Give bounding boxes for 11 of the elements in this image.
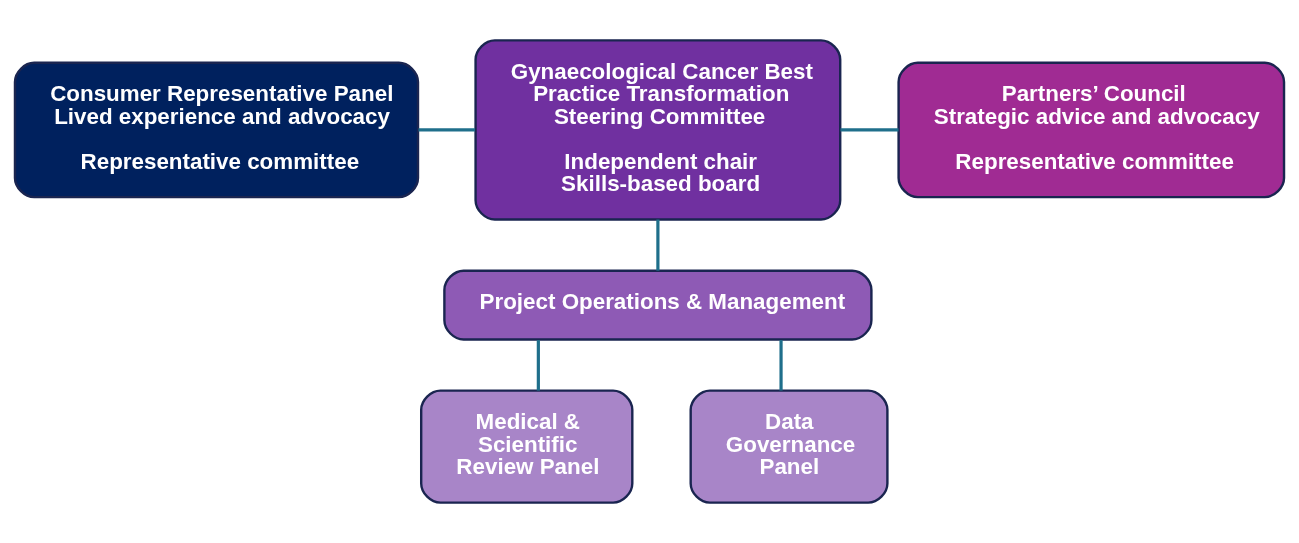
node-box: Consumer Representative Panel Lived experience and advocacy Representative committee <box>13 61 420 199</box>
node-box: Partners’ Council Strategic advice and advocacy Representative committee <box>897 61 1286 199</box>
connector <box>536 340 540 391</box>
connector <box>840 128 899 132</box>
node-box: Gynaecological Cancer Best Practice Transformation Steering Committee Independent chair Skills-based board <box>474 39 842 221</box>
connector <box>779 340 783 391</box>
connector <box>656 219 660 271</box>
node-box: Project Operations & Management <box>443 269 873 341</box>
node-box: Medical & Scientific Review Panel <box>420 389 634 504</box>
node-box: Data Governance Panel <box>689 389 889 504</box>
connector <box>418 128 475 132</box>
